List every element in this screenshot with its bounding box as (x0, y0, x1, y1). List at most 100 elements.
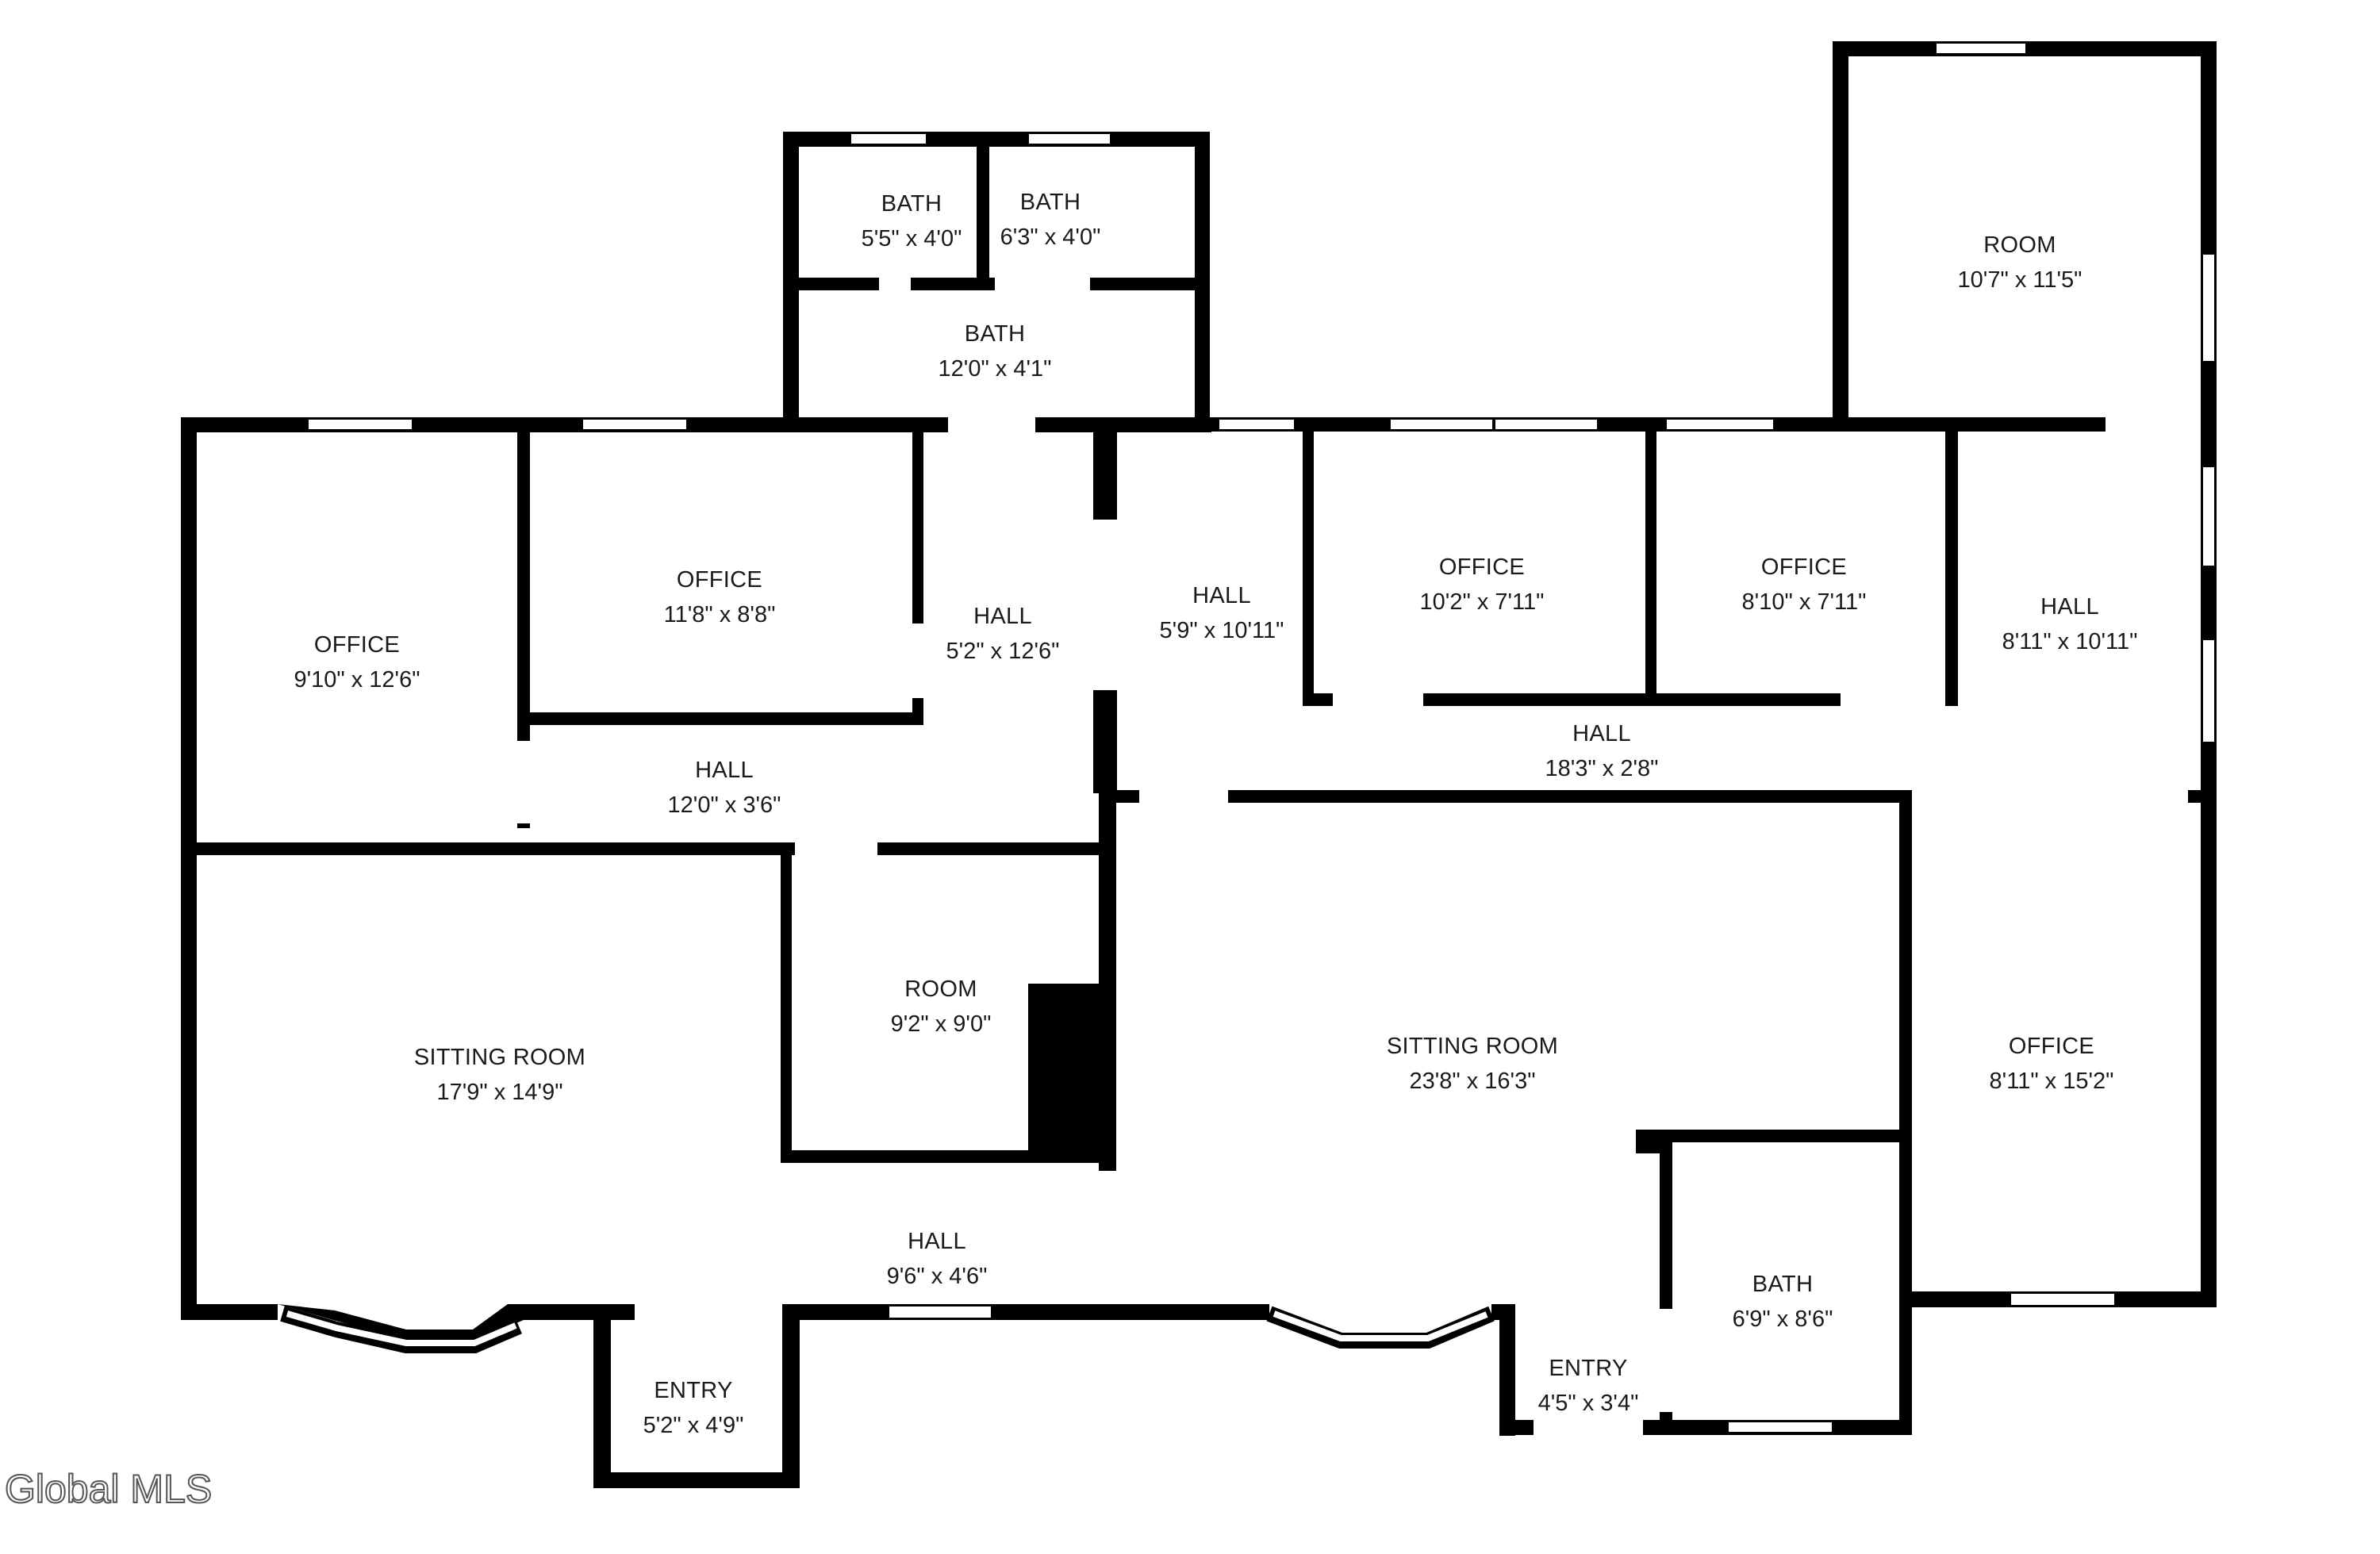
room-name: HALL (908, 1229, 966, 1254)
watermark-text: Global MLS (4, 1466, 213, 1512)
bay-window-pane (286, 1310, 517, 1346)
room-name: ROOM (904, 977, 977, 1002)
room-dimensions: 18'3" x 2'8" (1545, 756, 1659, 781)
door-opening (517, 741, 530, 823)
wall (181, 1304, 278, 1320)
room-dimensions: 10'7" x 11'5" (1958, 267, 2082, 293)
room-dimensions: 8'11" x 15'2" (1990, 1069, 2114, 1094)
windows (307, 42, 2216, 1433)
wall (1228, 790, 1912, 803)
room-name: OFFICE (677, 567, 762, 593)
room-name: OFFICE (1439, 554, 1525, 580)
wall (782, 1304, 1269, 1320)
window (2202, 466, 2216, 567)
room-name: ROOM (1983, 232, 2056, 258)
room-name: BATH (1752, 1272, 1813, 1297)
room-name: SITTING ROOM (1387, 1034, 1558, 1059)
window (2202, 639, 2216, 743)
wall (783, 132, 1210, 147)
window (1935, 42, 2027, 55)
room-name: BATH (881, 191, 942, 217)
window (1218, 418, 1296, 431)
wall (1636, 1130, 1660, 1153)
door-opening (1093, 520, 1117, 690)
room-name: BATH (1020, 190, 1081, 215)
wall (781, 842, 792, 1163)
room-dimensions: 10'2" x 7'11" (1420, 589, 1545, 615)
door-opening (639, 1304, 750, 1320)
wall (593, 1472, 800, 1488)
wall (593, 1304, 611, 1488)
room-name: OFFICE (2009, 1034, 2094, 1059)
door-opening (1139, 790, 1228, 803)
door-opening (1534, 1420, 1643, 1435)
wall (181, 417, 197, 1320)
room-name: SITTING ROOM (414, 1045, 585, 1070)
wall (1028, 984, 1115, 1160)
wall (517, 712, 923, 725)
window (1389, 418, 1494, 431)
door-opening (912, 624, 923, 698)
bay-window-pane (1273, 1310, 1488, 1341)
room-dimensions: 9'6" x 4'6" (887, 1264, 988, 1289)
bay-window-west (278, 1304, 524, 1353)
room-dimensions: 8'11" x 10'11" (2002, 629, 2138, 654)
window (1727, 1421, 1833, 1433)
room-dimensions: 5'2" x 12'6" (946, 639, 1060, 664)
window (1027, 132, 1111, 145)
room-name: OFFICE (314, 632, 400, 658)
door-opening (995, 278, 1090, 290)
wall (1303, 693, 1956, 706)
wall (1499, 1304, 1515, 1436)
window (888, 1305, 992, 1319)
wall (912, 698, 923, 725)
wall (977, 132, 989, 290)
room-name: BATH (965, 321, 1025, 347)
door-openings (517, 278, 2201, 1435)
wall (517, 417, 530, 828)
room-dimensions: 23'8" x 16'3" (1409, 1069, 1535, 1094)
room-dimensions: 6'9" x 8'6" (1733, 1307, 1833, 1332)
wall (1899, 1130, 1912, 1435)
room-name: HALL (695, 758, 754, 783)
wall (1945, 432, 1958, 706)
wall (1093, 432, 1117, 520)
room-dimensions: 9'2" x 9'0" (891, 1011, 992, 1037)
door-opening (1660, 1309, 1672, 1412)
walls (181, 41, 2217, 1488)
window (307, 418, 413, 431)
wall (1093, 690, 1117, 793)
room-dimensions: 17'9" x 14'9" (436, 1080, 562, 1105)
wall (1115, 790, 1139, 803)
wall (2188, 790, 2217, 803)
wall (1833, 41, 1848, 432)
bay-window-wall (278, 1304, 524, 1341)
wall (781, 1150, 1115, 1163)
window (582, 418, 688, 431)
room-name: ENTRY (1549, 1356, 1627, 1381)
wall (782, 1304, 800, 1488)
room-name: OFFICE (1761, 554, 1847, 580)
wall (181, 842, 1115, 855)
room-dimensions: 6'3" x 4'0" (1000, 224, 1101, 250)
room-dimensions: 11'8" x 8'8" (664, 602, 776, 627)
room-name: ENTRY (654, 1378, 732, 1403)
window (2010, 1292, 2116, 1307)
door-opening (948, 417, 1035, 432)
room-labels: BATH 5'5" x 4'0" BATH 6'3" x 4'0" BATH 1… (294, 190, 2137, 1438)
window (850, 132, 927, 145)
wall (912, 417, 923, 624)
door-opening (1333, 693, 1423, 706)
room-name: HALL (1572, 721, 1631, 746)
wall (1636, 1130, 1912, 1142)
room-dimensions: 12'0" x 3'6" (668, 792, 781, 818)
room-name: HALL (1192, 583, 1251, 608)
room-dimensions: 5'2" x 4'9" (643, 1413, 744, 1438)
room-name: HALL (2040, 594, 2099, 620)
door-opening (1841, 693, 1945, 706)
door-opening (879, 278, 911, 290)
door-opening (2106, 417, 2201, 432)
wall (1645, 432, 1656, 706)
room-dimensions: 4'5" x 3'4" (1538, 1391, 1639, 1416)
